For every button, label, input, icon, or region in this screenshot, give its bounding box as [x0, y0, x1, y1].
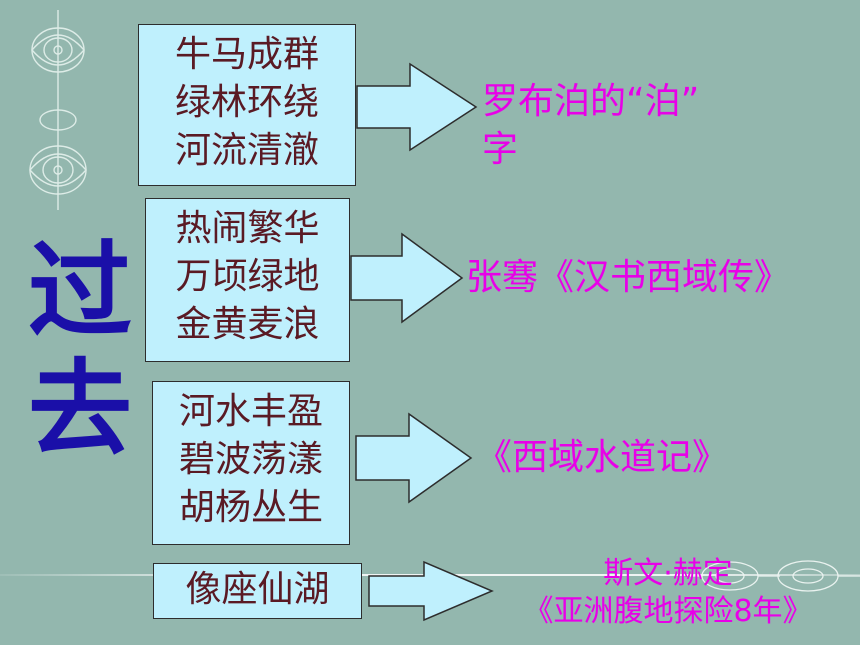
description-line: 绿林环绕	[174, 82, 319, 123]
source-label-1: 罗布泊的“泊” 字	[482, 78, 699, 174]
description-line: 牛马成群	[174, 34, 319, 75]
description-line: 河流清澈	[174, 130, 319, 171]
side-title: 过 去	[20, 232, 140, 468]
decorative-ornament-bottom	[690, 560, 860, 592]
arrow-right-icon	[355, 412, 473, 504]
description-line: 万顷绿地	[175, 256, 320, 297]
side-title-line-1: 过	[27, 230, 132, 352]
description-box-3: 河水丰盈 碧波荡漾 胡杨丛生	[152, 381, 350, 545]
description-line: 河水丰盈	[178, 391, 323, 432]
source-label-4: 斯文·赫定 《亚洲腹地探险8年》	[498, 555, 838, 631]
arrow-right-icon	[356, 62, 478, 152]
description-line: 金黄麦浪	[175, 304, 320, 345]
source-line: 张骞《汉书西域传》	[466, 257, 791, 298]
description-box-1: 牛马成群 绿林环绕 河流清澈	[138, 24, 356, 186]
description-box-4: 像座仙湖	[153, 563, 362, 619]
description-line: 热闹繁华	[175, 208, 320, 249]
description-line: 碧波荡漾	[178, 439, 323, 480]
source-line: 字	[482, 129, 519, 170]
source-label-2: 张骞《汉书西域传》	[466, 254, 790, 302]
arrow-right-icon	[350, 232, 464, 324]
decorative-ornament-left	[29, 10, 87, 210]
source-line: 罗布泊的“泊”	[482, 81, 700, 122]
source-line: 斯文·赫定	[603, 556, 733, 591]
description-box-2: 热闹繁华 万顷绿地 金黄麦浪	[145, 198, 350, 362]
arrow-right-icon	[368, 560, 494, 622]
source-label-3: 《西域水道记》	[476, 434, 728, 482]
description-line: 胡杨丛生	[178, 487, 323, 528]
description-line: 像座仙湖	[185, 569, 330, 610]
side-title-line-2: 去	[27, 348, 132, 470]
source-line: 《亚洲腹地探险8年》	[523, 594, 813, 629]
source-line: 《西域水道记》	[476, 437, 729, 478]
